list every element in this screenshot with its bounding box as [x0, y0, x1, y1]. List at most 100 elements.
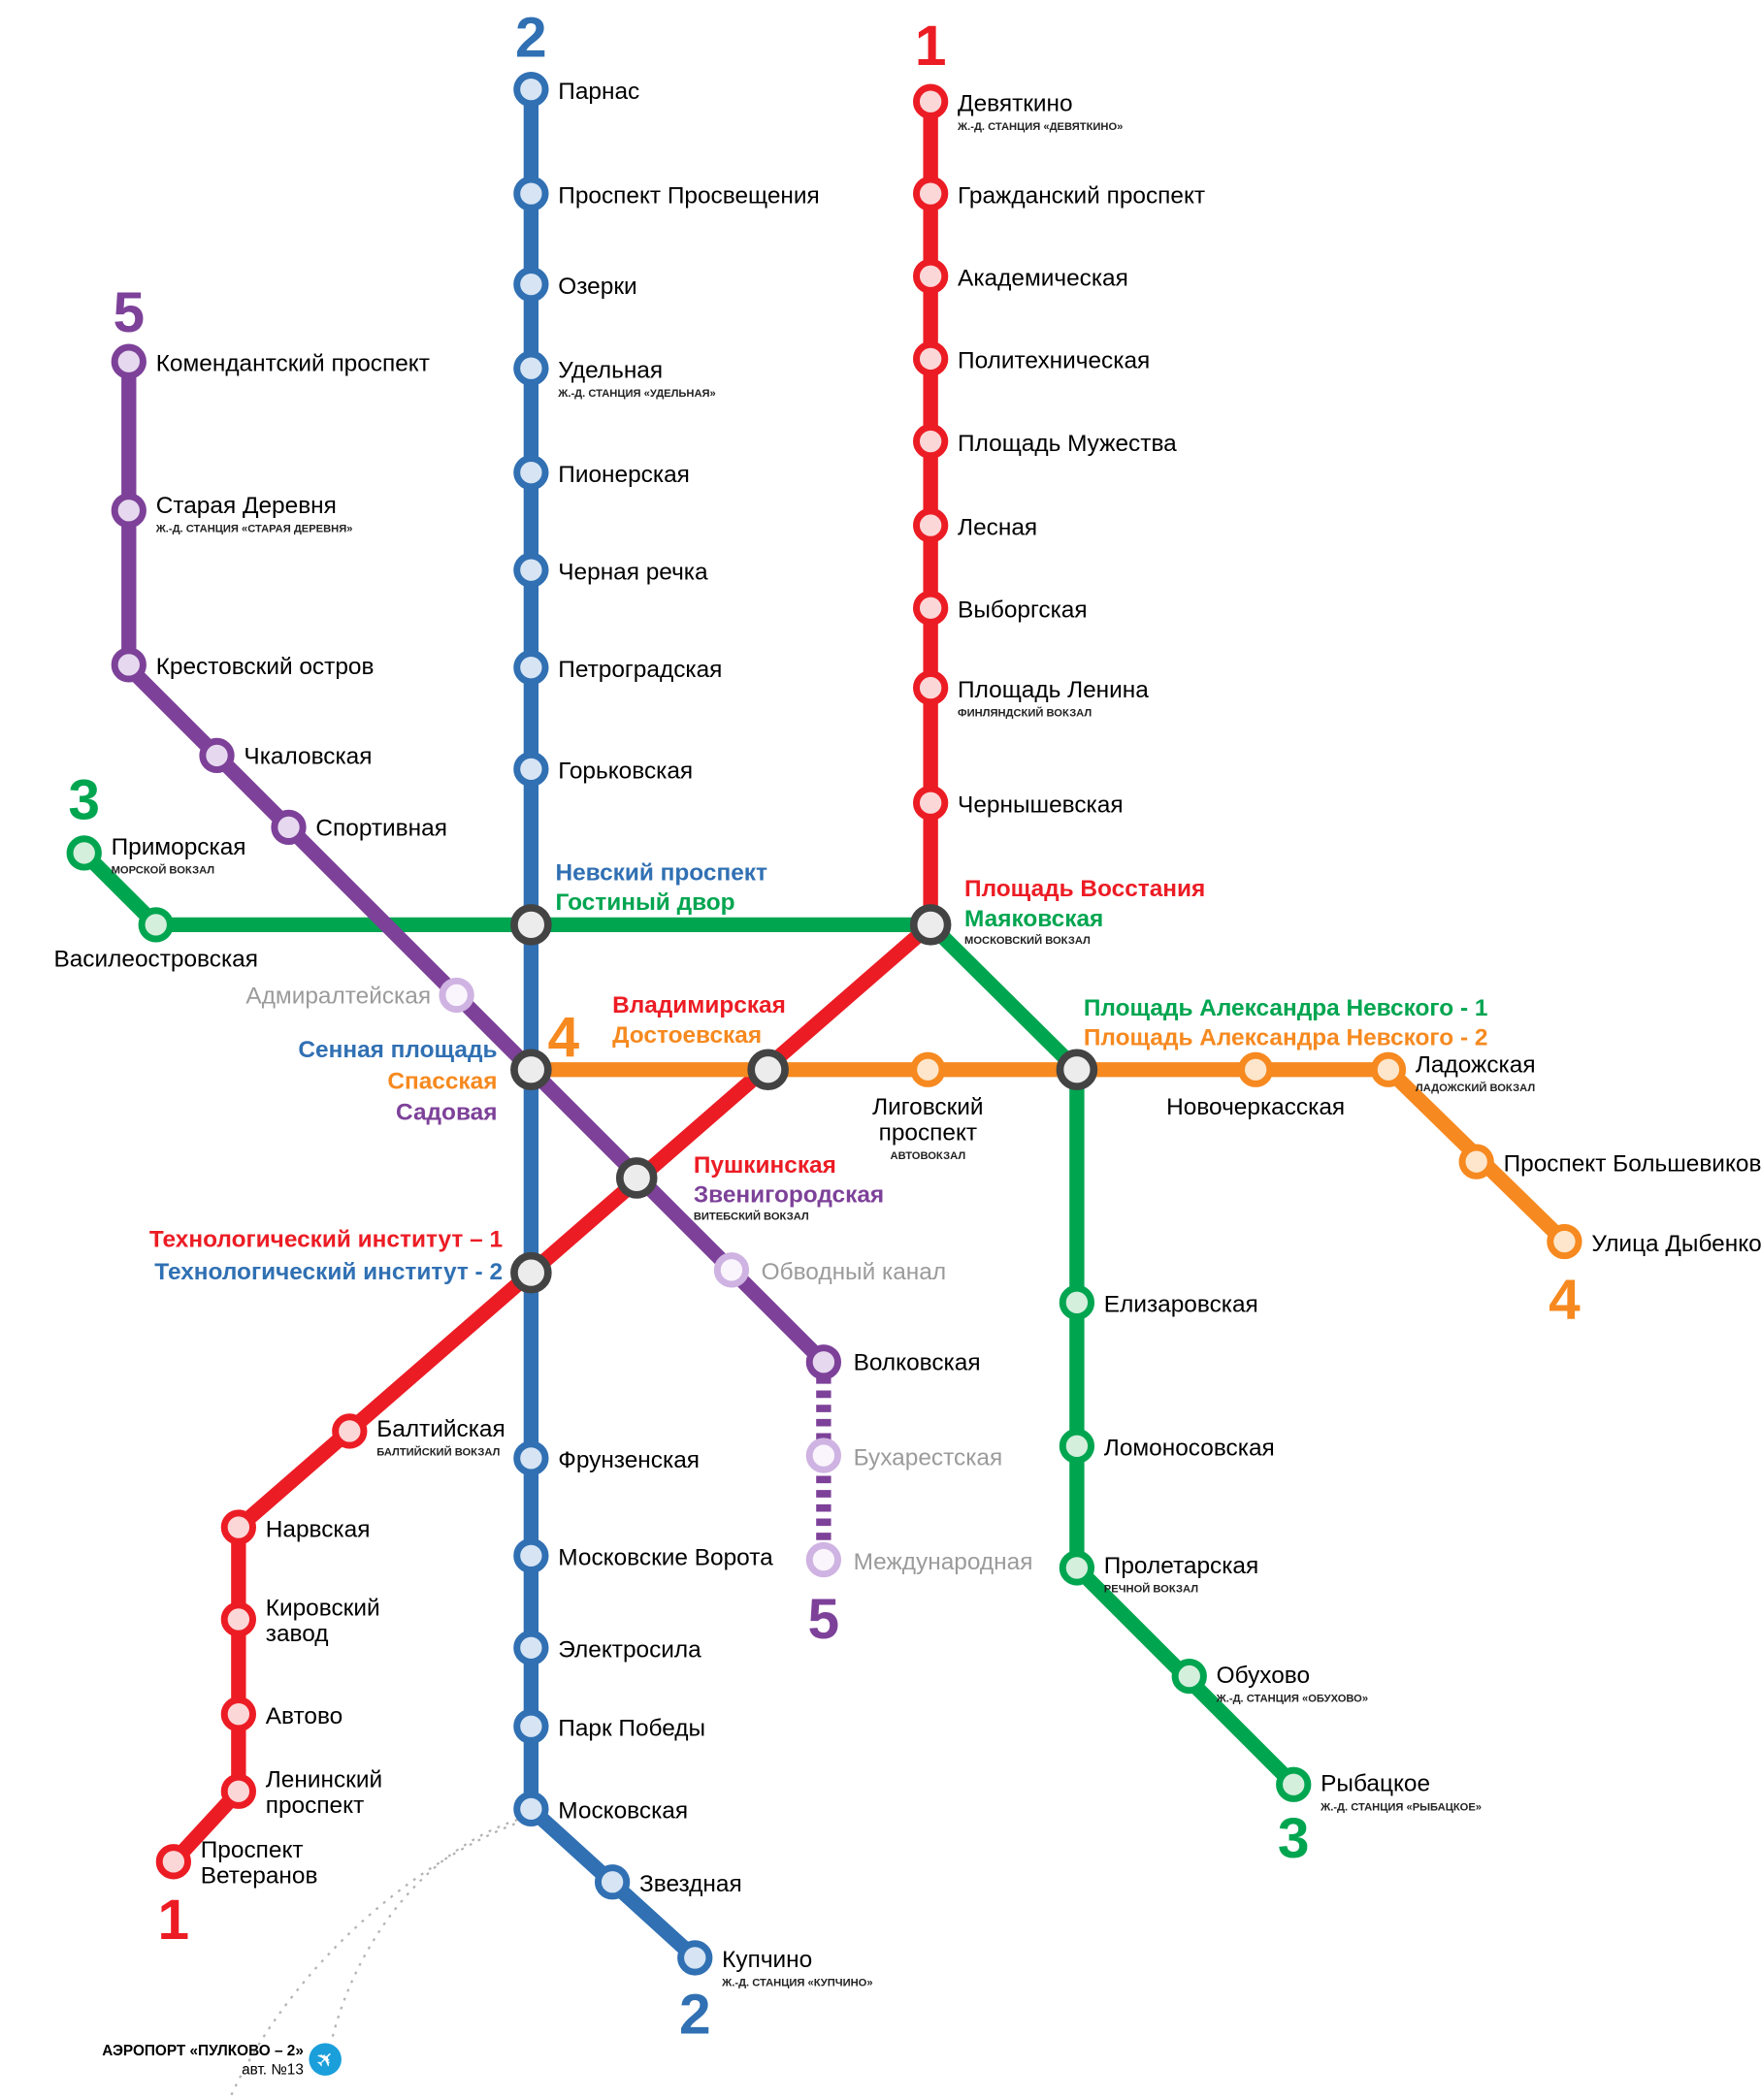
station-label: Выборгская — [958, 598, 1088, 624]
station-marker[interactable] — [805, 1541, 842, 1578]
station-sublabel: АВТОВОКЗАЛ — [891, 1150, 966, 1162]
line-4-number-badge: 4 — [548, 1006, 580, 1069]
transfer-station-marker[interactable] — [1056, 1049, 1098, 1091]
station-label: Обводный канал — [762, 1259, 946, 1285]
transfer-station-marker[interactable] — [510, 904, 552, 946]
station-label: проспект — [879, 1119, 977, 1146]
station-marker[interactable] — [271, 809, 307, 846]
station-marker[interactable] — [220, 1696, 257, 1732]
line-2-number-badge: 2 — [679, 1984, 711, 2047]
station-sublabel: МОРСКОЙ ВОКЗАЛ — [112, 863, 215, 876]
station-marker[interactable] — [513, 751, 549, 788]
station-marker[interactable] — [713, 1252, 750, 1288]
station-marker[interactable] — [913, 258, 949, 294]
station-label: Гражданский проспект — [958, 182, 1205, 209]
station-label: Купчино — [722, 1947, 812, 1973]
station-label: Чкаловская — [244, 743, 372, 769]
transfer-station-marker[interactable] — [510, 1049, 552, 1091]
transfer-station-marker[interactable] — [615, 1157, 658, 1199]
station-marker[interactable] — [220, 1601, 257, 1637]
station-label: Садовая — [396, 1099, 497, 1125]
station-marker[interactable] — [111, 493, 147, 529]
transfer-station-marker[interactable] — [510, 1251, 552, 1294]
station-marker[interactable] — [913, 83, 949, 119]
station-marker[interactable] — [1171, 1658, 1207, 1695]
station-marker[interactable] — [513, 1440, 549, 1476]
station-marker[interactable] — [111, 647, 147, 683]
layer-stations — [66, 71, 1582, 1976]
line-3-number-badge: 3 — [68, 769, 100, 832]
station-marker[interactable] — [155, 1844, 192, 1880]
transfer-station-marker[interactable] — [747, 1049, 789, 1091]
station-marker[interactable] — [1059, 1550, 1095, 1586]
station-marker[interactable] — [1059, 1284, 1095, 1320]
station-label: Ломоносовская — [1104, 1436, 1275, 1462]
station-label: Удельная — [558, 357, 663, 383]
station-sublabel: ЛАДОЖСКИЙ ВОКЗАЛ — [1416, 1082, 1535, 1094]
airport-sublabel: авт. №13 — [242, 2061, 304, 2078]
station-marker[interactable] — [332, 1413, 368, 1449]
airport-badge[interactable] — [309, 2043, 342, 2076]
line-5-number-badge: 5 — [113, 281, 145, 344]
station-sublabel: РЕЧНОЙ ВОКЗАЛ — [1104, 1583, 1198, 1596]
station-label: Приморская — [112, 834, 246, 860]
station-marker[interactable] — [513, 1708, 549, 1744]
station-sublabel: Ж.-Д. СТАНЦИЯ «УДЕЛЬНАЯ» — [557, 388, 715, 400]
station-marker[interactable] — [220, 1773, 257, 1809]
station-marker[interactable] — [513, 1791, 549, 1827]
station-marker[interactable] — [513, 1630, 549, 1665]
station-marker[interactable] — [913, 176, 949, 211]
station-label: Озерки — [558, 274, 636, 300]
station-label: Звездная — [639, 1871, 742, 1897]
station-marker[interactable] — [513, 552, 549, 588]
station-marker[interactable] — [1458, 1144, 1494, 1179]
layer-extras: ✈АЭРОПОРТ «ПУЛКОВО – 2»авт. №13✈АЭРОПОРТ… — [102, 2043, 342, 2078]
station-marker[interactable] — [513, 266, 549, 303]
station-marker[interactable] — [1238, 1051, 1274, 1087]
station-marker[interactable] — [913, 340, 949, 377]
airport-dotted-link — [227, 1823, 516, 2100]
station-marker[interactable] — [66, 835, 102, 871]
station-marker[interactable] — [913, 785, 949, 821]
station-label: Академическая — [958, 266, 1128, 292]
station-marker[interactable] — [513, 71, 549, 108]
station-marker[interactable] — [513, 455, 549, 491]
station-marker[interactable] — [913, 507, 949, 543]
station-marker[interactable] — [594, 1864, 631, 1900]
station-marker[interactable] — [913, 590, 949, 626]
station-marker[interactable] — [439, 977, 474, 1014]
station-label: Ладожская — [1416, 1052, 1536, 1079]
station-marker[interactable] — [111, 343, 147, 379]
line-1-number-badge: 1 — [915, 15, 947, 78]
station-marker[interactable] — [138, 907, 174, 943]
station-label: Новочеркасская — [1166, 1094, 1345, 1120]
station-marker[interactable] — [199, 737, 235, 774]
station-label: Технологический институт - 2 — [154, 1259, 503, 1285]
station-label: Автово — [266, 1703, 342, 1729]
transfer-station-marker[interactable] — [909, 904, 952, 946]
station-marker[interactable] — [1276, 1766, 1312, 1802]
station-marker[interactable] — [1547, 1223, 1582, 1260]
station-label: проспект — [266, 1793, 364, 1819]
station-label: Электросила — [558, 1637, 701, 1664]
station-marker[interactable] — [220, 1509, 257, 1545]
station-label: Комендантский проспект — [156, 350, 430, 376]
station-marker[interactable] — [913, 423, 949, 460]
station-marker[interactable] — [1370, 1051, 1407, 1087]
station-marker[interactable] — [677, 1940, 713, 1976]
station-label: Чернышевская — [958, 792, 1124, 819]
station-marker[interactable] — [513, 650, 549, 686]
station-sublabel: ВИТЕБСКИЙ ВОКЗАЛ — [694, 1211, 809, 1223]
station-marker[interactable] — [805, 1344, 842, 1380]
station-sublabel: Ж.-Д. СТАНЦИЯ «ДЕВЯТКИНО» — [957, 121, 1123, 133]
station-marker[interactable] — [513, 1537, 549, 1574]
station-marker[interactable] — [513, 176, 549, 211]
station-marker[interactable] — [513, 350, 549, 386]
station-sublabel: Ж.-Д. СТАНЦИЯ «ОБУХОВО» — [1216, 1694, 1368, 1705]
station-marker[interactable] — [913, 669, 949, 706]
station-label: Спортивная — [315, 815, 447, 841]
station-label: Гостиный двор — [555, 889, 734, 916]
station-marker[interactable] — [910, 1051, 946, 1087]
station-marker[interactable] — [1059, 1428, 1095, 1464]
station-marker[interactable] — [805, 1438, 842, 1473]
